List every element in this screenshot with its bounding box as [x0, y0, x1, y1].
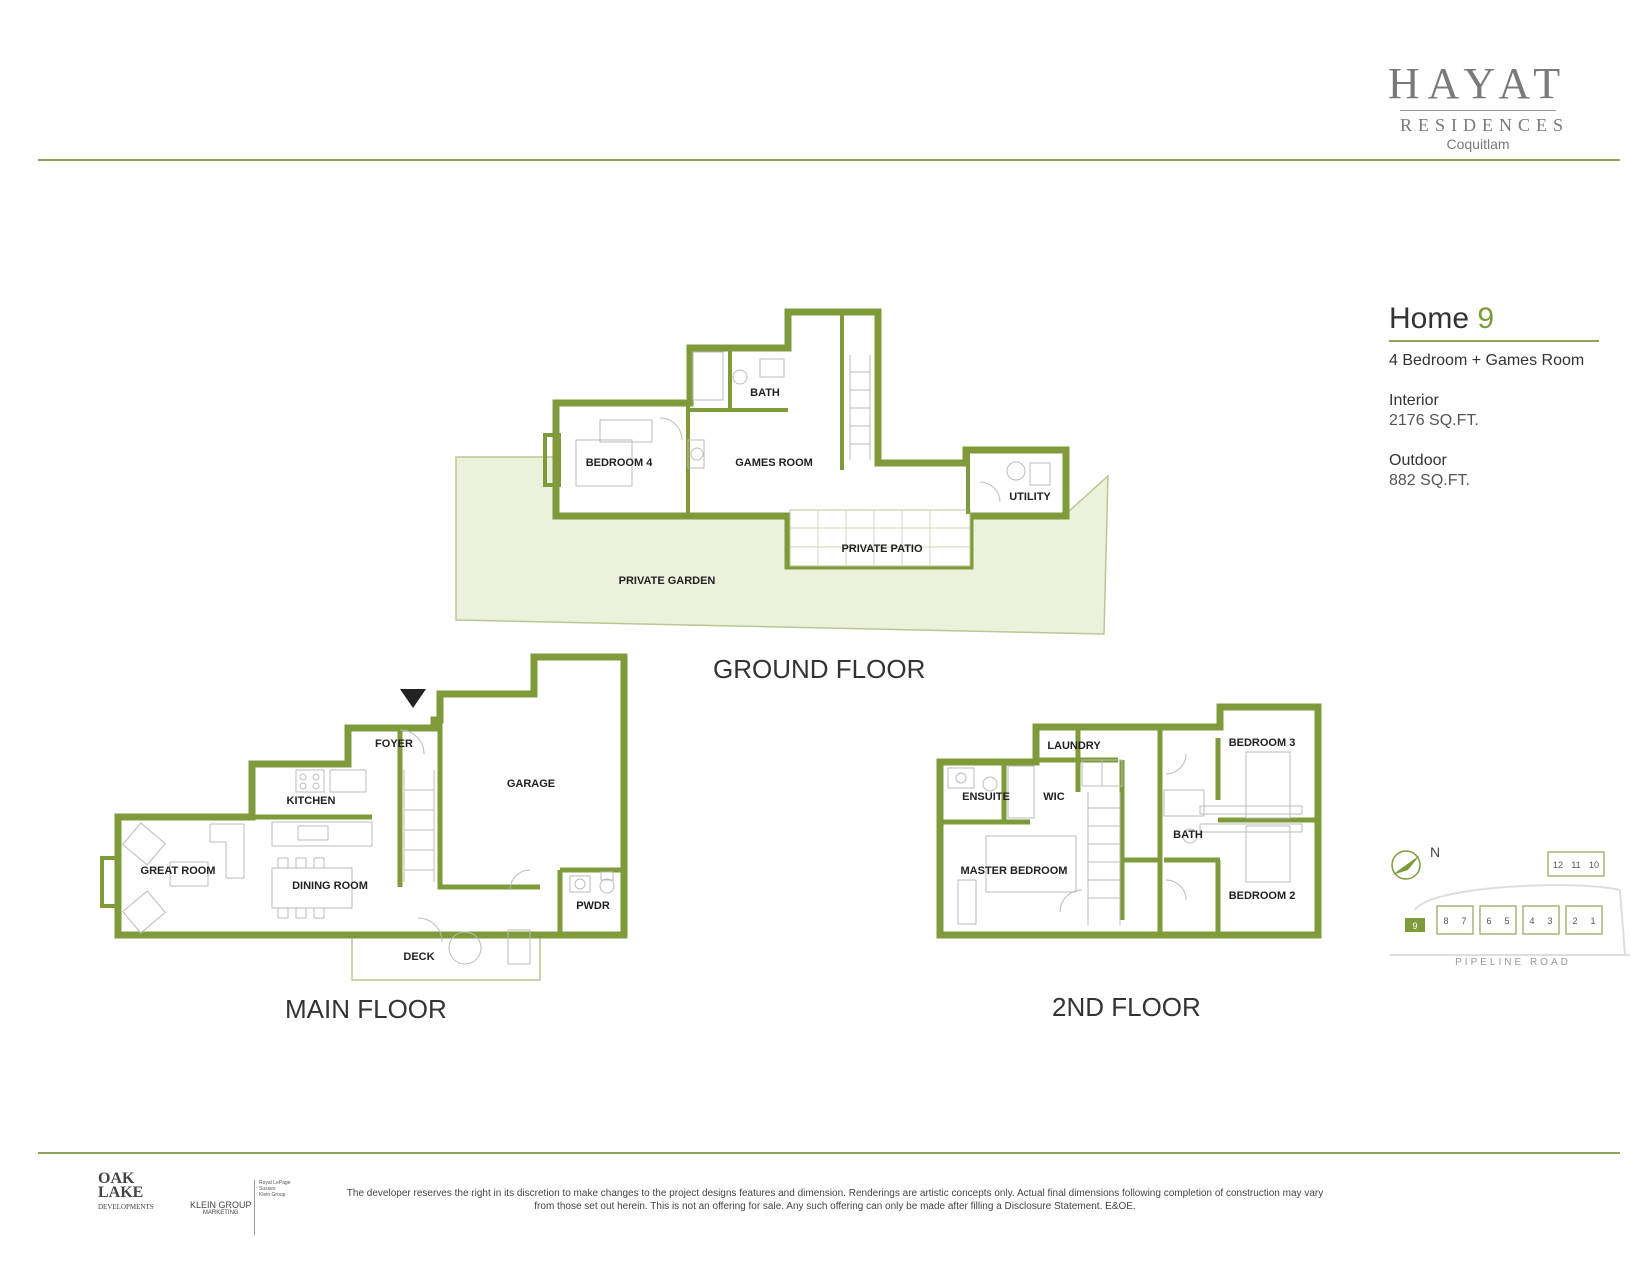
- unit-7-label: 7: [1461, 916, 1466, 926]
- ground-floor-plan: BATH BEDROOM 4 GAMES ROOM UTILITY PRIVAT…: [455, 308, 1109, 635]
- private-garden-label: PRIVATE GARDEN: [619, 575, 716, 587]
- royal-lepage-line1: Royal LePage: [259, 1180, 291, 1186]
- second-floor-title: 2ND FLOOR: [1052, 992, 1201, 1022]
- road-label: PIPELINE ROAD: [1455, 957, 1571, 968]
- unit-8-label: 8: [1443, 916, 1448, 926]
- main-floor-outline: [114, 653, 628, 939]
- main-floor-title: MAIN FLOOR: [285, 994, 447, 1024]
- klein-group-logo-line2: MARKETING: [202, 1210, 239, 1216]
- logo-subtitle: RESIDENCES: [1400, 110, 1563, 136]
- footer-rule: [38, 1152, 1620, 1154]
- private-patio-area: [789, 509, 971, 567]
- home-number: 9: [1477, 302, 1495, 335]
- utility-label: UTILITY: [1009, 491, 1051, 503]
- deck-label: DECK: [403, 951, 434, 963]
- key-plan: N 9 8 7 6 5 4 3 2 1 12 11 10 PIPELINE RO…: [1390, 844, 1630, 968]
- main-floor-plan: FOYER GARAGE KITCHEN GREAT ROOM DINING R…: [100, 653, 628, 981]
- private-patio-label: PRIVATE PATIO: [841, 543, 923, 555]
- royal-lepage-line2: Sussex: [259, 1186, 276, 1192]
- klein-group-logo: KLEIN GROUP MARKETING: [190, 1200, 252, 1216]
- second-bath-label: BATH: [1173, 829, 1203, 841]
- interior-value: 2176 SQ.FT.: [1389, 412, 1479, 429]
- second-floor-outline: [936, 703, 1322, 939]
- dining-room-label: DINING ROOM: [292, 880, 368, 892]
- unit-9-label: 9: [1412, 921, 1417, 931]
- unit-1-label: 1: [1590, 916, 1595, 926]
- outdoor-value: 882 SQ.FT.: [1389, 472, 1470, 489]
- footer-disclaimer: The developer reserves the right in its …: [346, 1188, 1324, 1212]
- oak-lake-logo-line2: LAKE: [98, 1184, 144, 1201]
- games-room-label: GAMES ROOM: [735, 457, 813, 469]
- entry-arrow-icon: [400, 689, 426, 708]
- outdoor-label: Outdoor: [1389, 452, 1447, 469]
- unit-12-label: 12: [1553, 860, 1563, 870]
- home-subtitle: 4 Bedroom + Games Room: [1389, 352, 1585, 369]
- wic-label: WIC: [1043, 791, 1064, 803]
- garage-label: GARAGE: [507, 778, 555, 790]
- oak-lake-logo: OAK LAKE DEVELOPMENTS: [98, 1170, 164, 1214]
- unit-2-label: 2: [1572, 916, 1577, 926]
- bedroom4-label: BEDROOM 4: [586, 457, 654, 469]
- home-title: Home 9: [1389, 302, 1599, 342]
- hayat-logo: HAYAT RESIDENCES Coquitlam: [1378, 59, 1578, 153]
- unit-4-label: 4: [1529, 916, 1534, 926]
- unit-10-label: 10: [1589, 860, 1599, 870]
- unit-5-label: 5: [1504, 916, 1509, 926]
- royal-lepage-line3: Klein Group: [259, 1192, 286, 1198]
- unit-6-label: 6: [1486, 916, 1491, 926]
- home-info-panel: Home 9 4 Bedroom + Games Room Interior 2…: [1389, 302, 1599, 490]
- pwdr-label: PWDR: [576, 900, 610, 912]
- laundry-label: LAUNDRY: [1047, 740, 1101, 752]
- kitchen-label: KITCHEN: [287, 795, 336, 807]
- logo-title: HAYAT: [1387, 59, 1569, 108]
- bedroom3-label: BEDROOM 3: [1229, 737, 1296, 749]
- second-floor-plan: LAUNDRY BEDROOM 3 ENSUITE WIC BATH MASTE…: [936, 703, 1322, 939]
- bedroom2-label: BEDROOM 2: [1229, 890, 1296, 902]
- foyer-label: FOYER: [375, 738, 413, 750]
- north-arrow-icon: [1391, 850, 1421, 880]
- great-room-label: GREAT ROOM: [141, 865, 216, 877]
- oak-lake-logo-line1: OAK: [98, 1170, 135, 1187]
- north-label: N: [1430, 844, 1440, 860]
- ground-bath-label: BATH: [750, 387, 780, 399]
- unit-11-label: 11: [1571, 860, 1580, 870]
- ground-floor-title: GROUND FLOOR: [713, 654, 926, 684]
- royal-lepage-logo: Royal LePage Sussex Klein Group: [254, 1180, 290, 1235]
- ground-floor-outline: [552, 308, 1070, 570]
- interior-label: Interior: [1389, 392, 1439, 409]
- master-bedroom-label: MASTER BEDROOM: [961, 865, 1068, 877]
- ensuite-label: ENSUITE: [962, 791, 1010, 803]
- unit-3-label: 3: [1547, 916, 1552, 926]
- home-label: Home: [1389, 302, 1470, 335]
- header-rule: [38, 159, 1620, 161]
- oak-lake-logo-line3: DEVELOPMENTS: [98, 1203, 154, 1211]
- klein-group-logo-line1: KLEIN GROUP: [190, 1200, 252, 1210]
- logo-city: Coquitlam: [1446, 136, 1510, 152]
